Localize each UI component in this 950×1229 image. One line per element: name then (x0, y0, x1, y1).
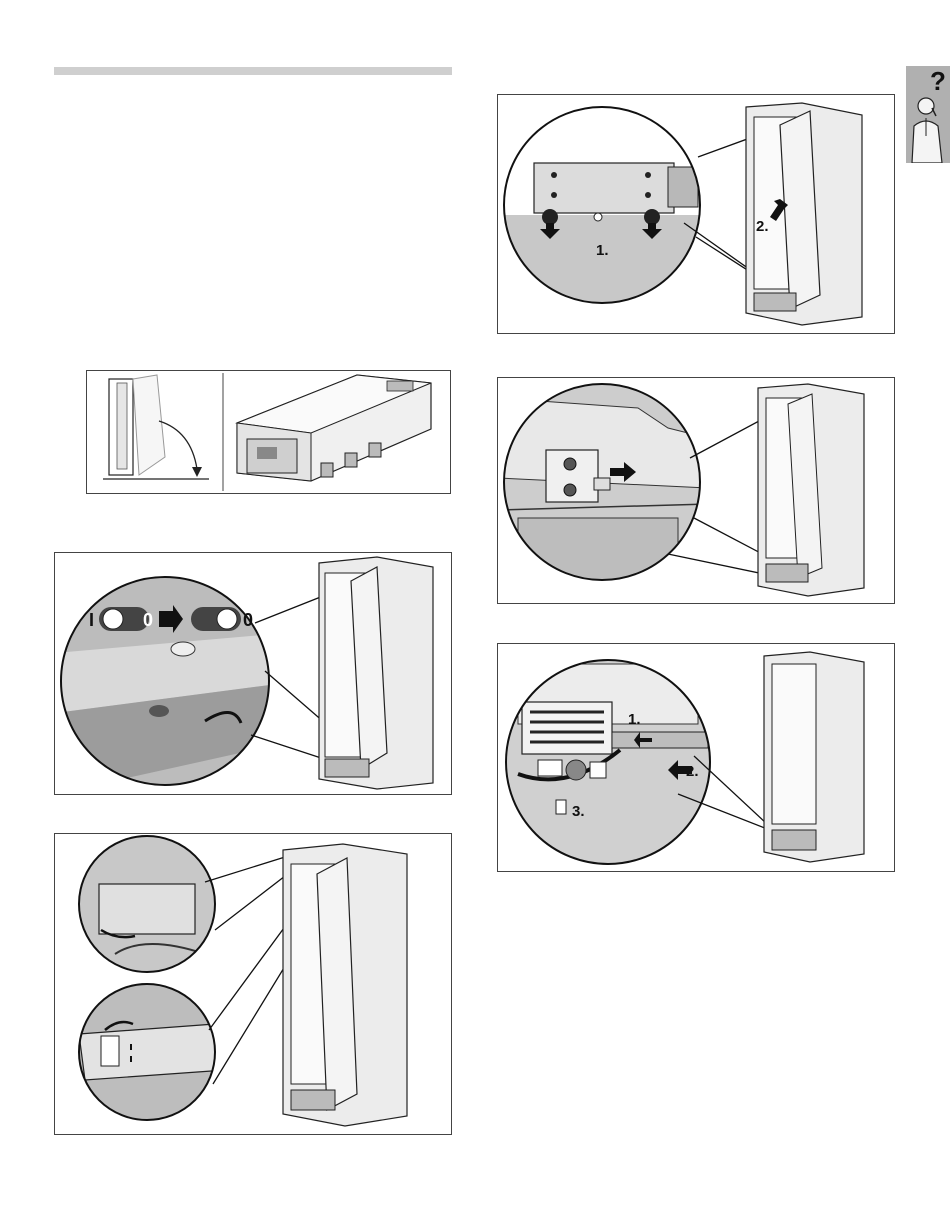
figure-remove-base-grille: 1. 2. 3. (497, 643, 895, 872)
on-off-switch-illustration: I 0 0 (55, 553, 451, 794)
switch-label-zero-right: 0 (243, 610, 253, 630)
step-label-2: 2. (756, 218, 769, 235)
section-header-bar (54, 67, 452, 75)
switch-label-zero-left: 0 (143, 610, 153, 630)
figure-hinge-screws: 1. 2. (497, 94, 895, 334)
question-mark: ? (930, 66, 946, 96)
switch-label-i: I (89, 610, 94, 630)
step-label-3: 3. (572, 803, 585, 820)
figure-remove-trim (54, 833, 452, 1135)
help-person-icon: ? (906, 66, 950, 163)
step-label-1: 1. (596, 242, 609, 259)
step-label-2: 2. (686, 763, 699, 780)
figure-on-off-switch: I 0 0 (54, 552, 452, 795)
tilt-and-lay-down-illustration (87, 371, 450, 493)
hinge-screws-illustration: 1. 2. (498, 95, 894, 333)
step-label-1: 1. (628, 711, 641, 728)
remove-trim-strips-illustration (55, 834, 451, 1134)
remove-base-grille-illustration: 1. 2. 3. (498, 644, 894, 871)
figure-tilt-appliance (86, 370, 451, 494)
help-tab[interactable]: ? (906, 66, 950, 163)
bracket-screws-illustration (498, 378, 894, 603)
figure-bracket-screws (497, 377, 895, 604)
